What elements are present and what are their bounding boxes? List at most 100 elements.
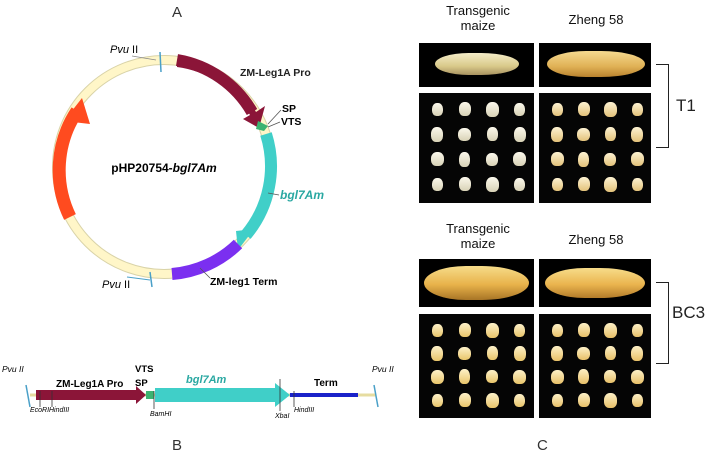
bc3-control-kernels — [539, 314, 651, 418]
t1-transgenic-label: Transgenic maize — [446, 3, 510, 33]
terminator-segment — [171, 239, 243, 280]
kernel — [578, 369, 590, 385]
linear-promoter-label: ZM-Leg1A Pro — [56, 379, 123, 390]
kernel — [631, 102, 643, 116]
kernel — [459, 151, 471, 167]
kernel — [431, 102, 443, 116]
kernel — [458, 177, 471, 191]
pvuii-top-label: Pvu II — [110, 44, 138, 56]
t1-control-ear-photo — [539, 43, 651, 87]
hindiii-site-1: HindIII — [49, 407, 69, 414]
promoter-label: ZM-Leg1A Pro — [240, 67, 311, 79]
kernel — [604, 127, 616, 141]
kernel — [551, 102, 563, 116]
kernel — [431, 126, 443, 142]
bc3-transgenic-ear-photo — [419, 259, 534, 307]
t1-generation-label: T1 — [676, 96, 696, 115]
bc3-transgenic-kernels — [419, 314, 534, 418]
kernel — [514, 323, 526, 337]
kernel — [486, 370, 499, 384]
gene-label: bgl7Am — [280, 188, 324, 202]
kernel — [486, 346, 498, 361]
kernel — [458, 346, 472, 360]
kernel — [577, 393, 590, 407]
panel-label-c: C — [537, 437, 548, 454]
t1-control-label: Zheng 58 — [568, 12, 624, 27]
kernel — [485, 101, 499, 117]
linear-gene-label: bgl7Am — [186, 374, 227, 386]
kernel — [514, 393, 526, 407]
kernel — [604, 152, 617, 166]
t1-transgenic-ear-photo — [419, 43, 534, 87]
kernel — [631, 393, 643, 407]
kernel — [551, 323, 563, 337]
pvuii-bottom-label: Pvu II — [102, 279, 130, 291]
linear-sp-label: SP — [135, 378, 148, 389]
kernel — [430, 369, 444, 384]
terminator-label: ZM-leg1 Term — [210, 276, 277, 288]
kernel — [630, 369, 644, 384]
kernel — [578, 151, 590, 167]
bc3-transgenic-label: Transgenic maize — [446, 221, 510, 251]
kernel — [603, 176, 617, 192]
kernel — [603, 322, 617, 338]
ecori-site: EcoRI — [30, 407, 49, 414]
xbai-site: XbaI — [274, 413, 289, 420]
t1-bracket — [656, 64, 669, 148]
panel-label-a: A — [172, 4, 183, 21]
kernel — [513, 369, 527, 384]
kernel — [485, 392, 499, 408]
kernel — [577, 177, 590, 191]
linear-pvuii-right: Pvu II — [372, 364, 394, 374]
kernel — [551, 177, 563, 191]
linear-terminator — [290, 393, 358, 397]
linear-promoter — [36, 390, 136, 400]
kernel — [485, 176, 499, 192]
linear-pvuii-left: Pvu II — [2, 364, 24, 374]
kernel — [431, 177, 443, 191]
kernel — [486, 127, 498, 141]
kernel — [459, 369, 471, 385]
kernel — [577, 346, 591, 360]
t1-transgenic-kernels — [419, 93, 534, 203]
kernel — [458, 393, 471, 407]
kernel — [431, 345, 443, 361]
kernel — [550, 369, 564, 384]
kernel — [514, 177, 526, 191]
kernel — [513, 126, 526, 142]
kernel — [431, 323, 443, 337]
kernel — [486, 152, 499, 166]
vts-label: VTS — [281, 116, 301, 128]
plasmid-name: pHP20754-bgl7Am — [111, 161, 217, 175]
linear-terminator-label: Term — [314, 378, 338, 389]
panel-label-b: B — [172, 437, 183, 454]
bc3-control-ear-photo — [539, 259, 651, 307]
kernel — [631, 126, 643, 142]
kernel — [604, 346, 616, 361]
kernel — [430, 152, 444, 166]
kernel — [604, 370, 617, 384]
bc3-control-label: Zheng 58 — [568, 232, 624, 247]
kernel — [485, 322, 499, 338]
selection-marker-segment — [52, 107, 83, 220]
kernel — [603, 101, 617, 117]
kernel — [603, 392, 617, 408]
plasmid-map: Pvu II Pvu II ZM-Leg1A Pro SP VTS bgl7Am… — [52, 44, 324, 291]
kernel — [630, 152, 644, 166]
sp-vts-segment — [256, 121, 268, 131]
linear-sp-vts — [146, 391, 154, 399]
bamhi-site: BamHI — [150, 411, 171, 418]
t1-control-kernels — [539, 93, 651, 203]
bc3-generation-label: BC3 — [672, 303, 706, 322]
kernel — [513, 345, 526, 361]
linear-vts-label: VTS — [135, 364, 153, 375]
kernel — [551, 126, 563, 142]
kernel — [514, 102, 526, 116]
linear-map: Pvu II Pvu II ZM-Leg1A Pro VTS SP bgl7Am… — [2, 364, 394, 420]
sp-label: SP — [282, 103, 296, 115]
linear-gene — [155, 388, 275, 402]
kernel — [513, 152, 527, 166]
kernel — [431, 393, 443, 407]
kernel — [458, 127, 472, 141]
kernel — [631, 345, 643, 361]
